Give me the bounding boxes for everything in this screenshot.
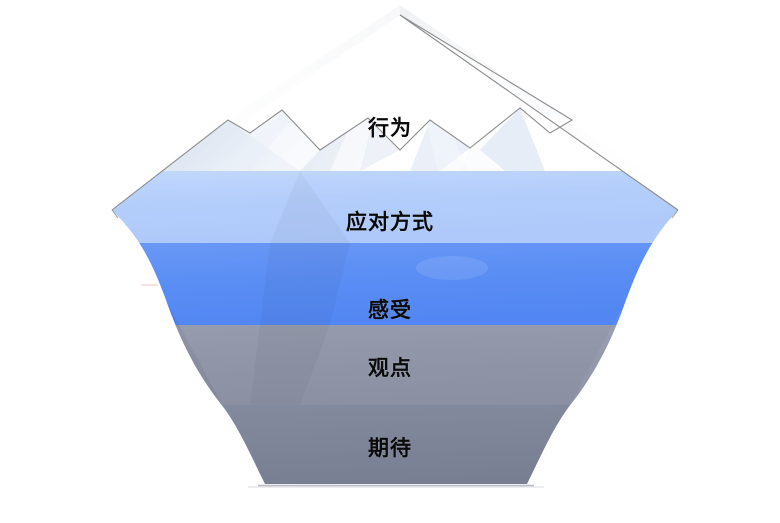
shoulder-tick-right (671, 209, 679, 219)
layer-band-expectation (112, 405, 678, 484)
ice-facet-left-peak-shade (150, 120, 300, 171)
iceberg-outline-right (399, 14, 679, 211)
iceberg-below-water (112, 171, 678, 484)
layer-band-coping (112, 171, 678, 243)
layer-band-feelings (112, 243, 678, 325)
iceberg-outline (111, 14, 574, 211)
submerged-glint (416, 256, 488, 280)
layer-band-viewpoint (112, 325, 678, 405)
shoulder-tick-left (111, 209, 119, 219)
ice-facet-right-peak-shade (480, 108, 545, 171)
